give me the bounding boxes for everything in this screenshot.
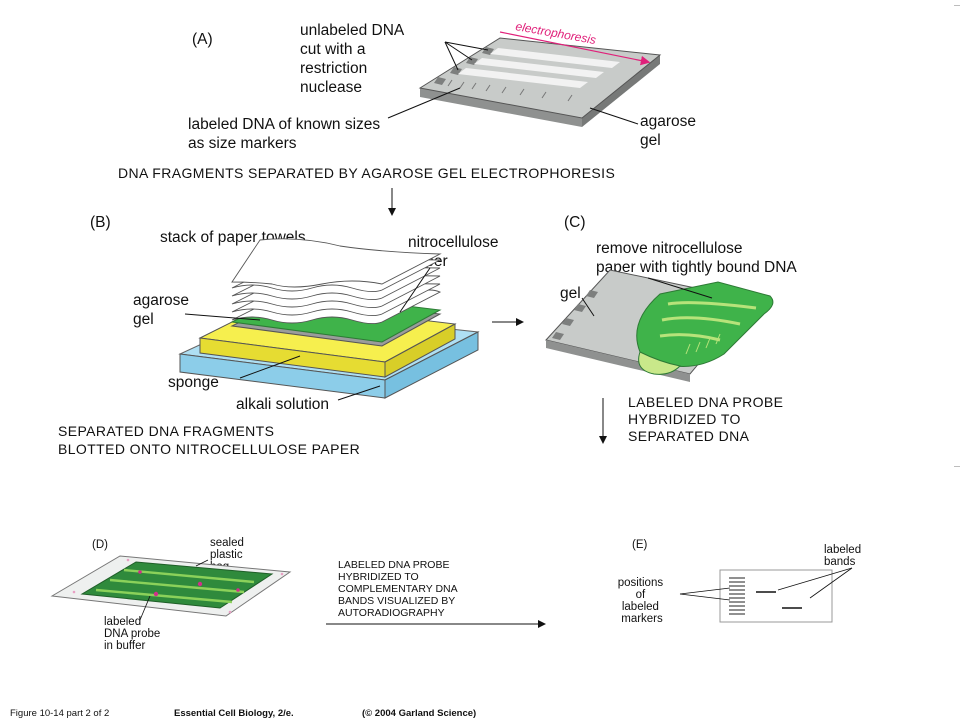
- edge-mark-top: [954, 5, 960, 6]
- figure-footer: Figure 10-14 part 2 of 2 Essential Cell …: [10, 708, 476, 719]
- copyright: (© 2004 Garland Science): [362, 708, 476, 719]
- agarose-gel-slab-a: [418, 37, 662, 127]
- marker-ladder: [729, 577, 745, 615]
- marker-positions-label: positions of labeled markers: [618, 577, 667, 625]
- book-title: Essential Cell Biology, 2/e.: [174, 708, 294, 719]
- unlabeled-dna-pointers: [444, 41, 489, 71]
- electrophoresis-arrow: [499, 31, 651, 66]
- panel-e-letter: (E): [632, 539, 648, 551]
- autoradiography-caption: LABELED DNA PROBE HYBRIDIZED TO COMPLEME…: [338, 559, 460, 619]
- unlabeled-dna-label: unlabeled DNA cut with a restriction nuc…: [300, 22, 408, 96]
- sealed-plastic-bag: [50, 555, 292, 617]
- panel-c-letter: (C): [564, 214, 586, 231]
- agarose-gel-label-b: agarose gel: [133, 292, 193, 328]
- remove-nitro-label: remove nitrocellulose paper with tightly…: [596, 240, 797, 276]
- panel-b-caption: SEPARATED DNA FRAGMENTS BLOTTED ONTO NIT…: [58, 423, 360, 457]
- size-markers-label: labeled DNA of known sizes as size marke…: [188, 116, 384, 152]
- panel-b-letter: (B): [90, 214, 111, 231]
- agarose-gel-pointer-a: [589, 107, 639, 125]
- alkali-label: alkali solution: [236, 396, 329, 413]
- labeled-bands-label: labeled bands: [824, 544, 864, 568]
- panel-d-pointers: [139, 559, 209, 621]
- panel-a-letter: (A): [192, 31, 213, 48]
- paper-towel-stack: [231, 238, 442, 325]
- sponge-label: sponge: [168, 374, 219, 391]
- panel-c: (C) remove nitrocellulose paper with tig…: [545, 214, 797, 382]
- gel-label-c: gel: [560, 285, 581, 302]
- peeling-nitrocellulose: [636, 281, 774, 375]
- probe-buffer-label: labeled DNA probe in buffer: [104, 616, 163, 652]
- detected-bands: [756, 591, 802, 609]
- panel-b-pointers: [184, 267, 431, 401]
- panel-d-letter: (D): [92, 539, 108, 551]
- step1-caption: DNA FRAGMENTS SEPARATED BY AGAROSE GEL E…: [118, 165, 615, 181]
- panel-c-pointers: [581, 277, 713, 317]
- panel-a: (A) unlabeled DNA cut with a restriction…: [188, 19, 700, 152]
- panel-e: (E) labeled bands positions of labeled m…: [618, 539, 864, 625]
- edge-mark-mid: [954, 466, 960, 467]
- agarose-gel-label-a: agarose gel: [640, 113, 700, 149]
- panel-d: (D) sealed plastic bag: [50, 537, 292, 652]
- panel-c-caption: LABELED DNA PROBE HYBRIDIZED TO SEPARATE…: [628, 394, 788, 444]
- figure-number: Figure 10-14 part 2 of 2: [10, 708, 109, 719]
- size-markers-pointer: [387, 87, 461, 119]
- panel-e-pointers: [679, 567, 853, 601]
- panel-b: (B) stack of paper towels nitrocellulose…: [58, 214, 498, 457]
